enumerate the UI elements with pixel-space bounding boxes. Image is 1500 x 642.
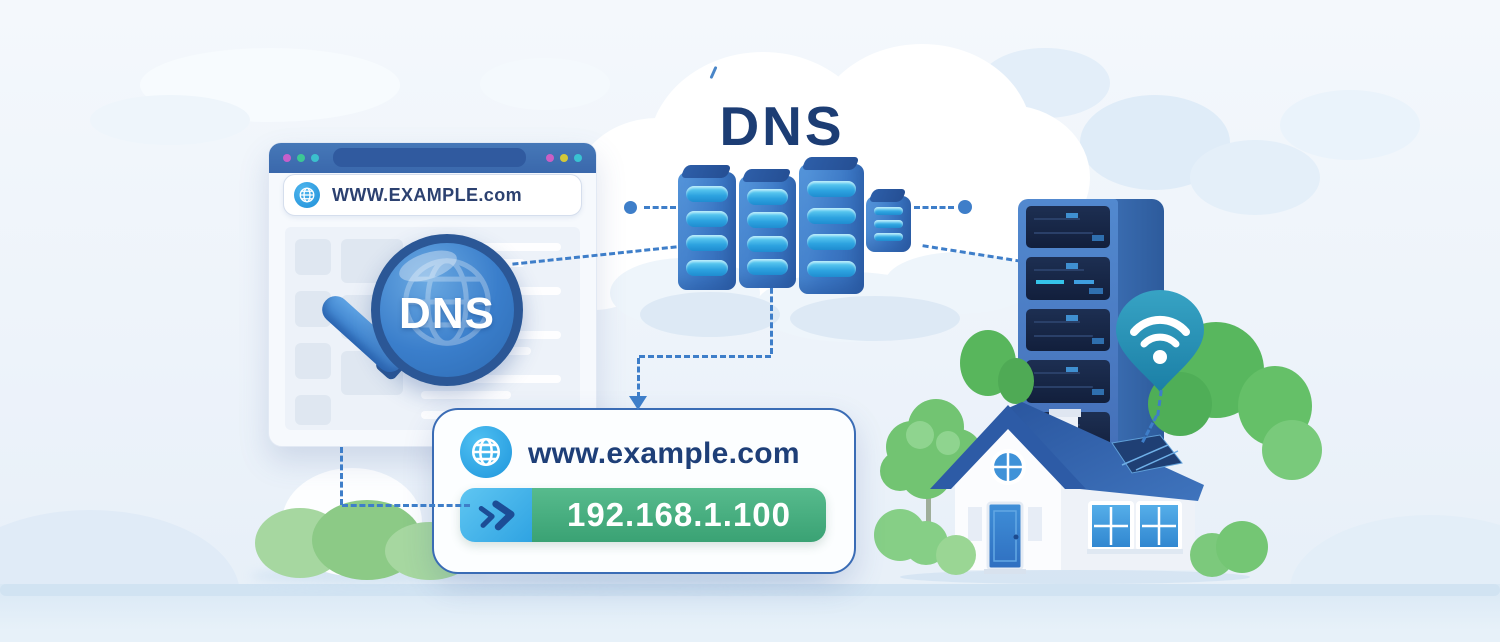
door-handle (1013, 534, 1019, 540)
server-tower-icon (678, 172, 736, 290)
magnifier-icon: DNS (371, 234, 523, 386)
url-text: WWW.EXAMPLE.com (332, 184, 522, 205)
window-icon (1087, 501, 1135, 554)
server-slot (686, 210, 728, 227)
domain-text: www.example.com (528, 437, 800, 470)
url-bar: WWW.EXAMPLE.com (283, 174, 582, 216)
titlebar-inset (333, 148, 526, 167)
server-slot (747, 212, 788, 229)
gable-roof (930, 405, 1086, 489)
server-slot (874, 207, 903, 215)
connector-browser-to-card (342, 504, 470, 507)
rack-unit (1026, 360, 1110, 403)
main-roof (1006, 402, 1204, 501)
wireframe-line (421, 391, 511, 399)
server-slot (874, 220, 903, 228)
wireframe-line (421, 375, 561, 383)
window-dot-icon (311, 154, 319, 162)
browser-titlebar (269, 143, 596, 173)
connector-browser-to-card (340, 447, 343, 505)
connector-cloud-to-card (637, 358, 640, 398)
wifi-pin-icon (1116, 290, 1204, 392)
background-cloud (90, 95, 250, 145)
server-slot (747, 189, 788, 206)
window-icon (1135, 501, 1183, 554)
window-dots-left (283, 154, 319, 162)
sidelight (968, 507, 982, 541)
globe-icon (294, 182, 320, 208)
window-dot-icon (574, 154, 582, 162)
server-slot (747, 235, 788, 252)
cloud-shade (640, 292, 780, 337)
window-dot-icon (297, 154, 305, 162)
server-slot (807, 234, 856, 251)
chimney-cap (1049, 409, 1081, 417)
background-cloud (1190, 140, 1320, 215)
ip-pill: 192.168.1.100 (460, 488, 826, 542)
server-tower-icon (799, 164, 864, 294)
server-slot (686, 235, 728, 252)
window-dot-icon (283, 154, 291, 162)
magnifier-label: DNS (399, 289, 495, 338)
cloud-shade (790, 296, 960, 341)
bush-icon (998, 358, 1034, 404)
wireframe-tile (295, 395, 331, 425)
wireframe-tile (295, 239, 331, 275)
wireframe-tile (295, 343, 331, 379)
connector-cloud-to-card (639, 355, 771, 358)
server-slot (686, 186, 728, 203)
connector-dash (914, 206, 954, 209)
house-icon (874, 399, 1268, 584)
background-cloud (480, 58, 610, 110)
server-slot (807, 207, 856, 224)
rack-unit (1026, 257, 1110, 300)
rack-unit (1026, 206, 1110, 249)
window-dots-right (546, 154, 582, 162)
server-slot (807, 261, 856, 278)
ground-shadow (470, 572, 830, 588)
resolution-card: www.example.com 192.168.1.100 (432, 408, 856, 574)
window-dot-icon (560, 154, 568, 162)
window-dot-icon (546, 154, 554, 162)
house-body (930, 402, 1204, 574)
server-tower-icon (866, 196, 911, 252)
bush-icon (936, 521, 1268, 577)
globe-watermark-icon (403, 258, 491, 346)
wireframe-line (421, 243, 561, 251)
ip-address-text: 192.168.1.100 (532, 488, 826, 542)
ground-line (0, 584, 1500, 596)
double-arrow-icon (460, 488, 532, 542)
globe-icon (460, 426, 512, 478)
server-slot (874, 233, 903, 241)
bush-icon (1262, 420, 1322, 480)
connector-dot-icon (624, 201, 637, 214)
server-slot (747, 258, 788, 275)
arrow-down-icon (629, 396, 647, 410)
connector-cloud-to-card (770, 262, 773, 354)
background-cloud (1280, 90, 1420, 160)
server-slot (807, 180, 856, 197)
connector-dash (644, 206, 676, 209)
dns-title: DNS (719, 95, 845, 157)
connector-dot-icon (958, 200, 972, 214)
server-tower-icon (739, 176, 796, 288)
sidelight (1028, 507, 1042, 541)
server-slot (686, 259, 728, 276)
rack-unit (1026, 308, 1110, 352)
